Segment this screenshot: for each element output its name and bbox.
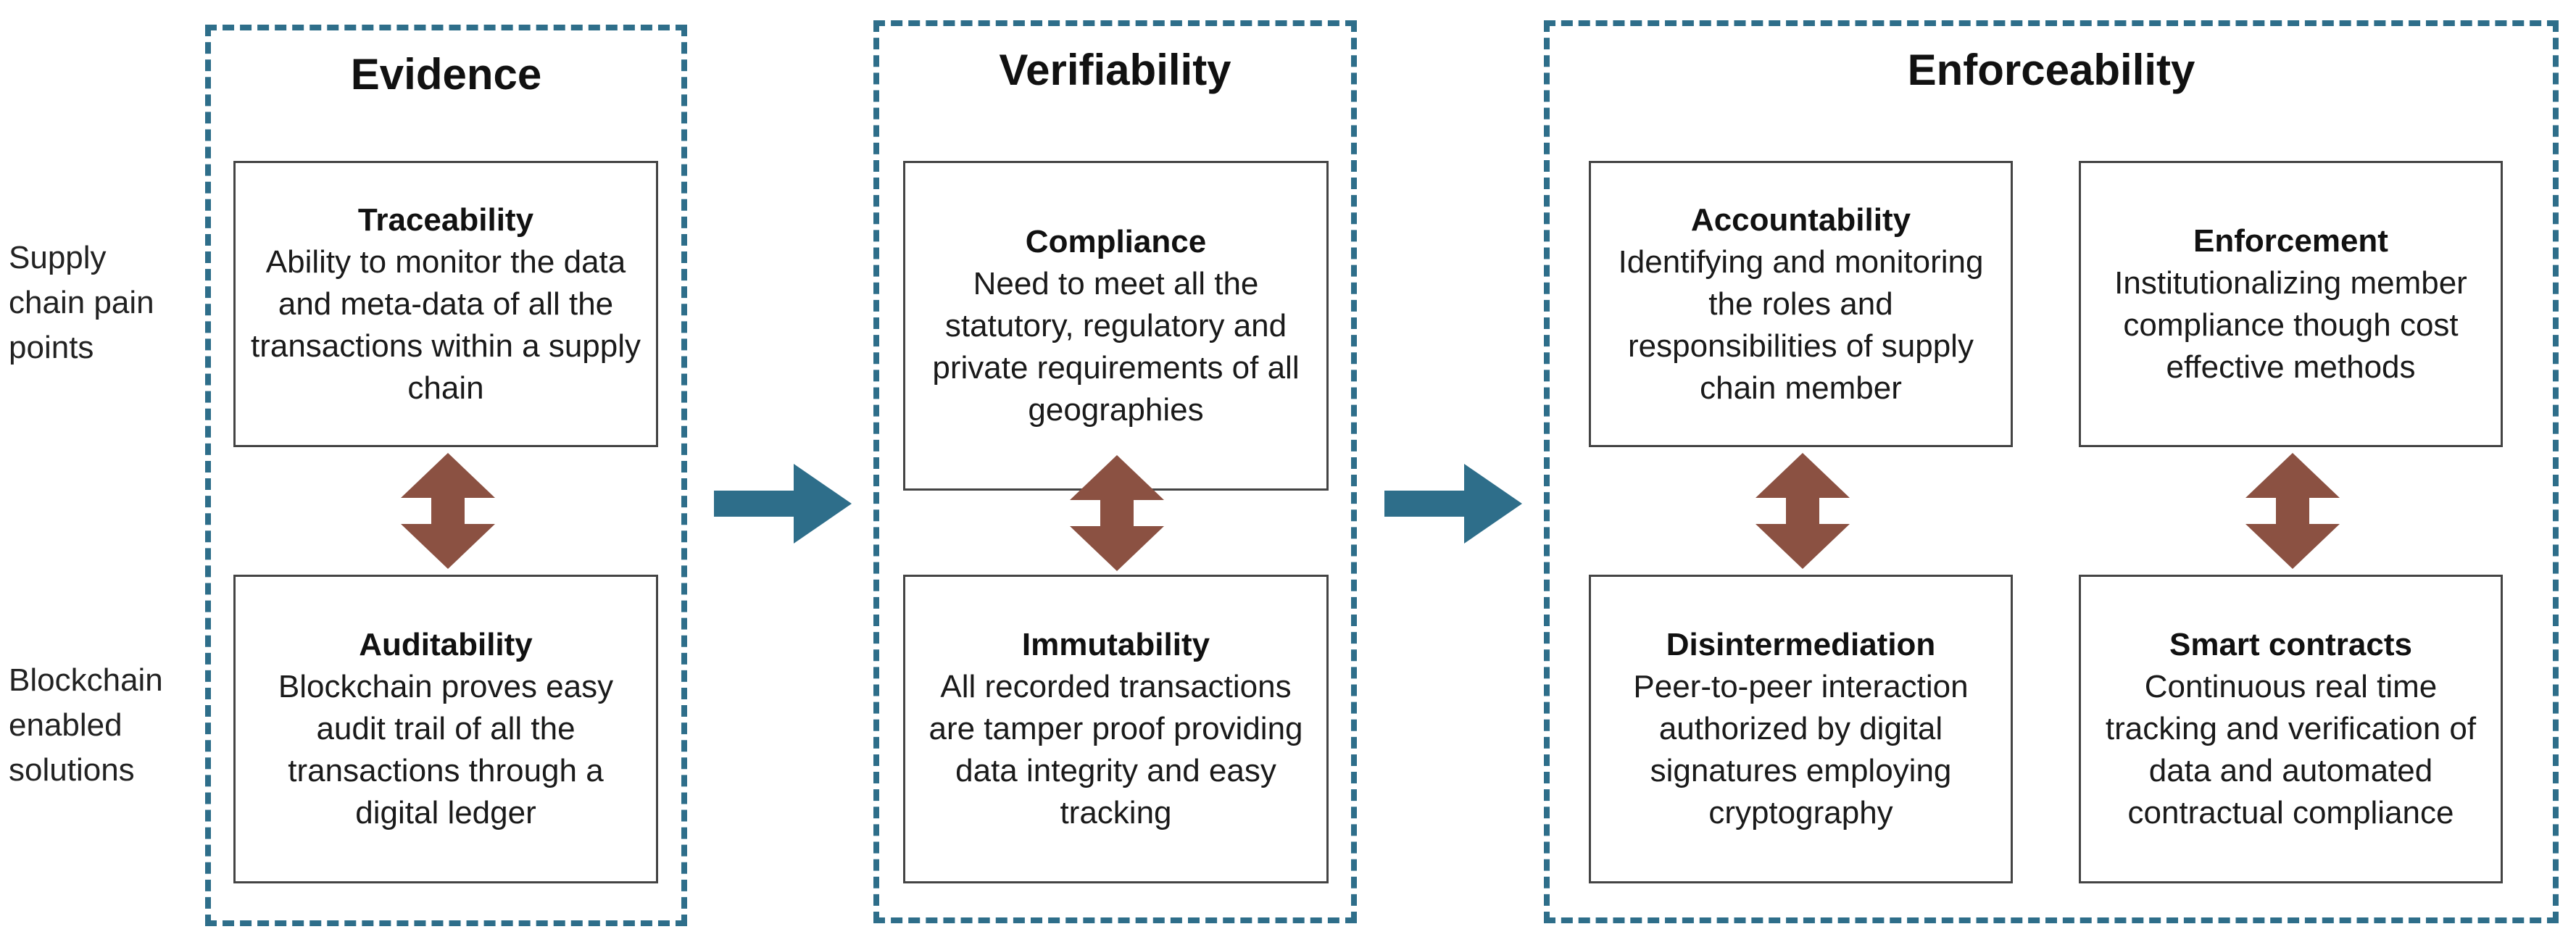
double-arrow-shape [1070,455,1164,571]
double-arrow-vertical-icon [2245,453,2340,569]
flow-arrow-shape [1384,464,1522,544]
card-title: Immutability [1021,627,1210,662]
group-enforceability: Enforceability [1544,20,2559,923]
card-enforcement: Enforcement Institutionalizing member co… [2079,161,2503,447]
card-title: Auditability [359,627,533,662]
group-title: Evidence [350,50,542,99]
flow-arrow-right-icon [1384,464,1522,544]
flow-arrow-right-icon [714,464,852,544]
card-title: Compliance [1025,223,1207,259]
card-description: Need to meet all the statutory, regulato… [932,265,1300,428]
group-verifiability: Verifiability [873,20,1357,923]
group-title: Verifiability [999,46,1231,94]
card-description: Blockchain proves easy audit trail of al… [278,669,614,830]
double-arrow-shape [401,453,495,569]
group-evidence: Evidence [205,25,687,926]
card-title: Smart contracts [2169,627,2412,662]
double-arrow-vertical-icon [1070,455,1164,571]
card-title: Enforcement [2193,222,2388,259]
card-description: Ability to monitor the data and meta-dat… [250,243,641,406]
card-description: Peer-to-peer interaction authorized by d… [1633,669,1969,830]
card-description: All recorded transactions are tamper pro… [928,669,1303,830]
group-title: Enforceability [1907,46,2195,94]
card-description: Institutionalizing member compliance tho… [2114,265,2467,385]
double-arrow-shape [2245,453,2340,569]
card-immutability: Immutability All recorded transactions a… [903,575,1329,883]
card-description: Continuous real time tracking and verifi… [2105,669,2477,830]
card-accountability: Accountability Identifying and monitorin… [1589,161,2013,447]
row-label-pain-points: Supply chain pain points [9,240,154,365]
card-disintermediation: Disintermediation Peer-to-peer interacti… [1589,575,2013,883]
card-traceability: Traceability Ability to monitor the data… [233,161,658,447]
card-title: Disintermediation [1666,627,1936,662]
card-description: Identifying and monitoring the roles and… [1618,243,1984,406]
double-arrow-vertical-icon [401,453,495,569]
card-title: Traceability [357,201,534,238]
flow-arrow-shape [714,464,852,544]
double-arrow-vertical-icon [1756,453,1850,569]
card-title: Accountability [1690,201,1911,238]
card-compliance: Compliance Need to meet all the statutor… [903,161,1329,491]
card-auditability: Auditability Blockchain proves easy audi… [233,575,658,883]
row-label-blockchain-solutions: Blockchain enabled solutions [9,662,163,788]
card-smart-contracts: Smart contracts Continuous real time tra… [2079,575,2503,883]
double-arrow-shape [1756,453,1850,569]
